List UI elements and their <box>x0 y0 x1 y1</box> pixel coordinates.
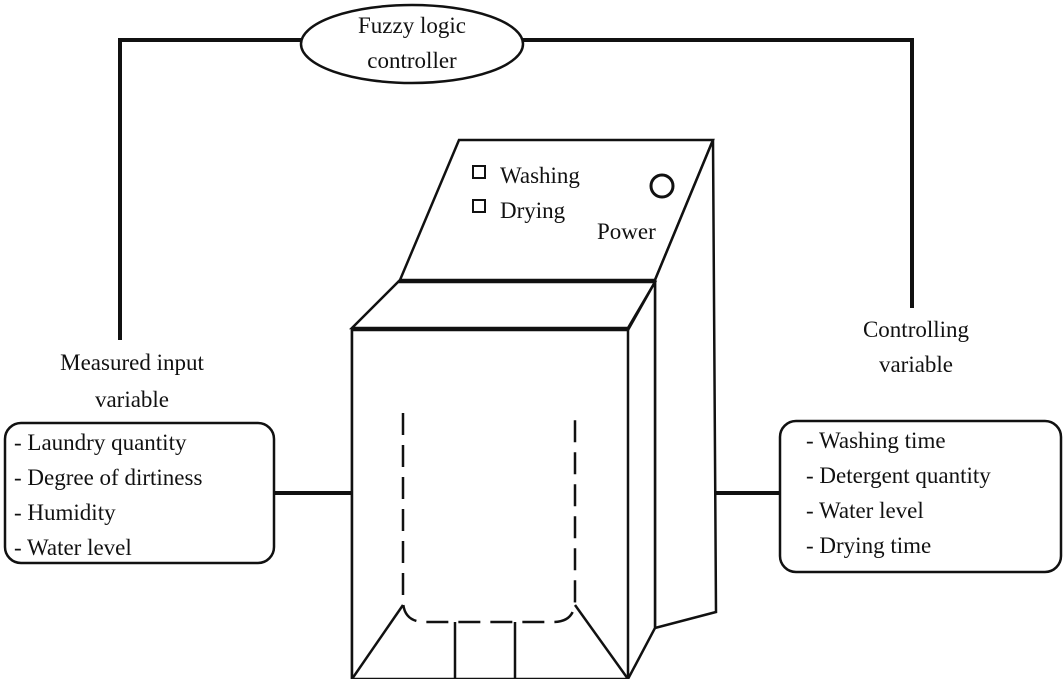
drying-label: Drying <box>500 198 566 223</box>
list-item: - Detergent quantity <box>806 463 991 488</box>
list-item: - Water level <box>14 535 132 560</box>
door-dashed-outline <box>401 413 577 624</box>
power-knob-icon <box>649 173 675 199</box>
list-item: - Washing time <box>806 428 946 453</box>
output-variable-list: - Washing time - Detergent quantity - Wa… <box>806 423 991 563</box>
feedback-loop-lines <box>118 38 914 495</box>
door-bevel-left <box>350 604 405 679</box>
output-variables-box <box>778 419 1063 574</box>
machine-lid <box>348 280 658 330</box>
output-title-line1: Controlling <box>862 317 970 342</box>
controller-label-line2: controller <box>367 48 457 73</box>
machine-front <box>350 328 630 679</box>
door-bevel-right <box>573 604 630 679</box>
lid-edge <box>397 279 401 283</box>
washing-checkbox-icon <box>472 165 486 179</box>
input-title-line1: Measured input <box>60 350 204 375</box>
output-title-line2: variable <box>878 352 954 377</box>
controller-to-output-line <box>522 38 914 308</box>
drying-checkbox-icon <box>472 199 486 213</box>
machine-door <box>350 413 630 679</box>
list-item: - Water level <box>806 498 924 523</box>
controller-ellipse <box>299 3 525 85</box>
controller-label-line1: Fuzzy logic <box>358 13 466 38</box>
list-item: - Laundry quantity <box>14 430 187 455</box>
input-title-line2: variable <box>94 387 170 412</box>
power-label: Power <box>597 219 656 244</box>
list-item: - Degree of dirtiness <box>14 465 203 490</box>
input-variables-box <box>3 421 276 565</box>
input-variable-list: - Laundry quantity - Degree of dirtiness… <box>14 425 202 565</box>
list-item: - Humidity <box>14 500 116 525</box>
list-item: - Drying time <box>806 533 932 558</box>
washing-label: Washing <box>500 163 580 188</box>
input-to-controller-line <box>118 38 302 340</box>
